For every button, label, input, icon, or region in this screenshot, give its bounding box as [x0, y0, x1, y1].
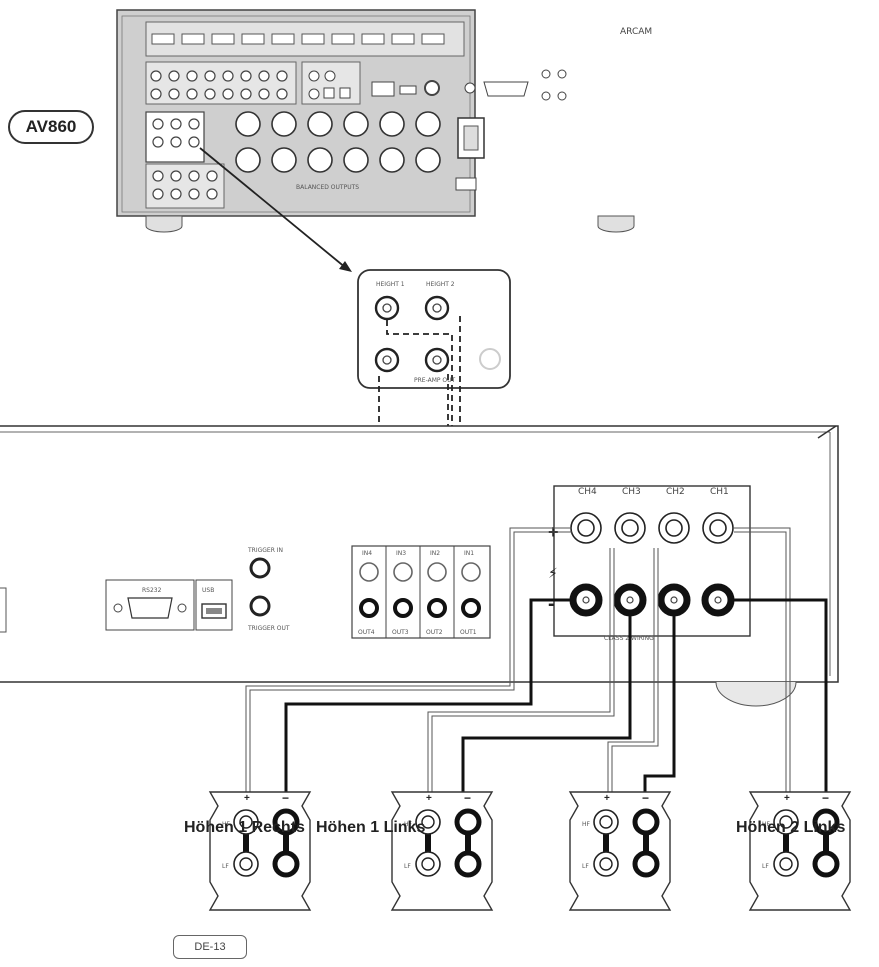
channel-label-1: CH1	[710, 487, 729, 497]
input-label-3: IN3	[396, 550, 406, 557]
balanced-outputs-label: BALANCED OUTPUTS	[296, 184, 359, 191]
channel-label-4: CH4	[578, 487, 597, 497]
height-output-detail: HEIGHT 1 HEIGHT 2 PRE-AMP OUT	[357, 269, 511, 389]
detail-arrow	[199, 147, 352, 272]
svg-text:LF: LF	[222, 863, 229, 870]
trigger-out-label: TRIGGER OUT	[247, 625, 290, 632]
output-label-4: OUT4	[358, 629, 375, 636]
speaker-wires	[245, 527, 828, 792]
speaker-terminal-3	[570, 791, 670, 910]
svg-text:+: +	[244, 793, 250, 804]
usb-label: USB	[202, 587, 214, 594]
output-label-1: OUT1	[460, 629, 477, 636]
model-badge: AV860	[8, 110, 94, 144]
speaker-label-4: Höhen 2 Links	[736, 819, 846, 836]
input-label-2: IN2	[430, 550, 440, 557]
minus-sign: -	[548, 593, 555, 615]
input-label-4: IN4	[362, 550, 372, 557]
speaker-label-2: Höhen 1 Links	[316, 819, 426, 836]
speaker-terminal-4	[750, 791, 850, 910]
speaker-terminal-2	[392, 791, 492, 910]
detail-label-height2: HEIGHT 2	[426, 281, 455, 288]
svg-text:HF: HF	[222, 821, 231, 828]
rs232-label: RS232	[142, 587, 162, 594]
output-label-3: OUT3	[392, 629, 409, 636]
input-label-1: IN1	[464, 550, 474, 557]
channel-label-2: CH2	[666, 487, 685, 497]
detail-label-height1: HEIGHT 1	[376, 281, 405, 288]
shock-hazard-icon: ⚡	[548, 566, 558, 582]
trigger-in-label: TRIGGER IN	[247, 547, 283, 554]
page-number: DE-13	[173, 935, 247, 959]
svg-text:−: −	[282, 791, 289, 805]
channel-label-3: CH3	[622, 487, 641, 497]
brand-logo: ARCAM	[620, 27, 652, 37]
output-label-2: OUT2	[426, 629, 443, 636]
av860-rear-panel: ARCAM BALANCED OU	[116, 9, 652, 233]
amplifier-rear-panel: RS232 USB TRIGGER IN TRIGGER OUT IN4 IN3…	[0, 425, 839, 707]
speaker-label-1: Höhen 1 Rechts	[184, 819, 305, 836]
speaker-terminal-1: + − HF LF	[208, 791, 312, 911]
detail-label-preamp: PRE-AMP OUT	[414, 377, 456, 384]
